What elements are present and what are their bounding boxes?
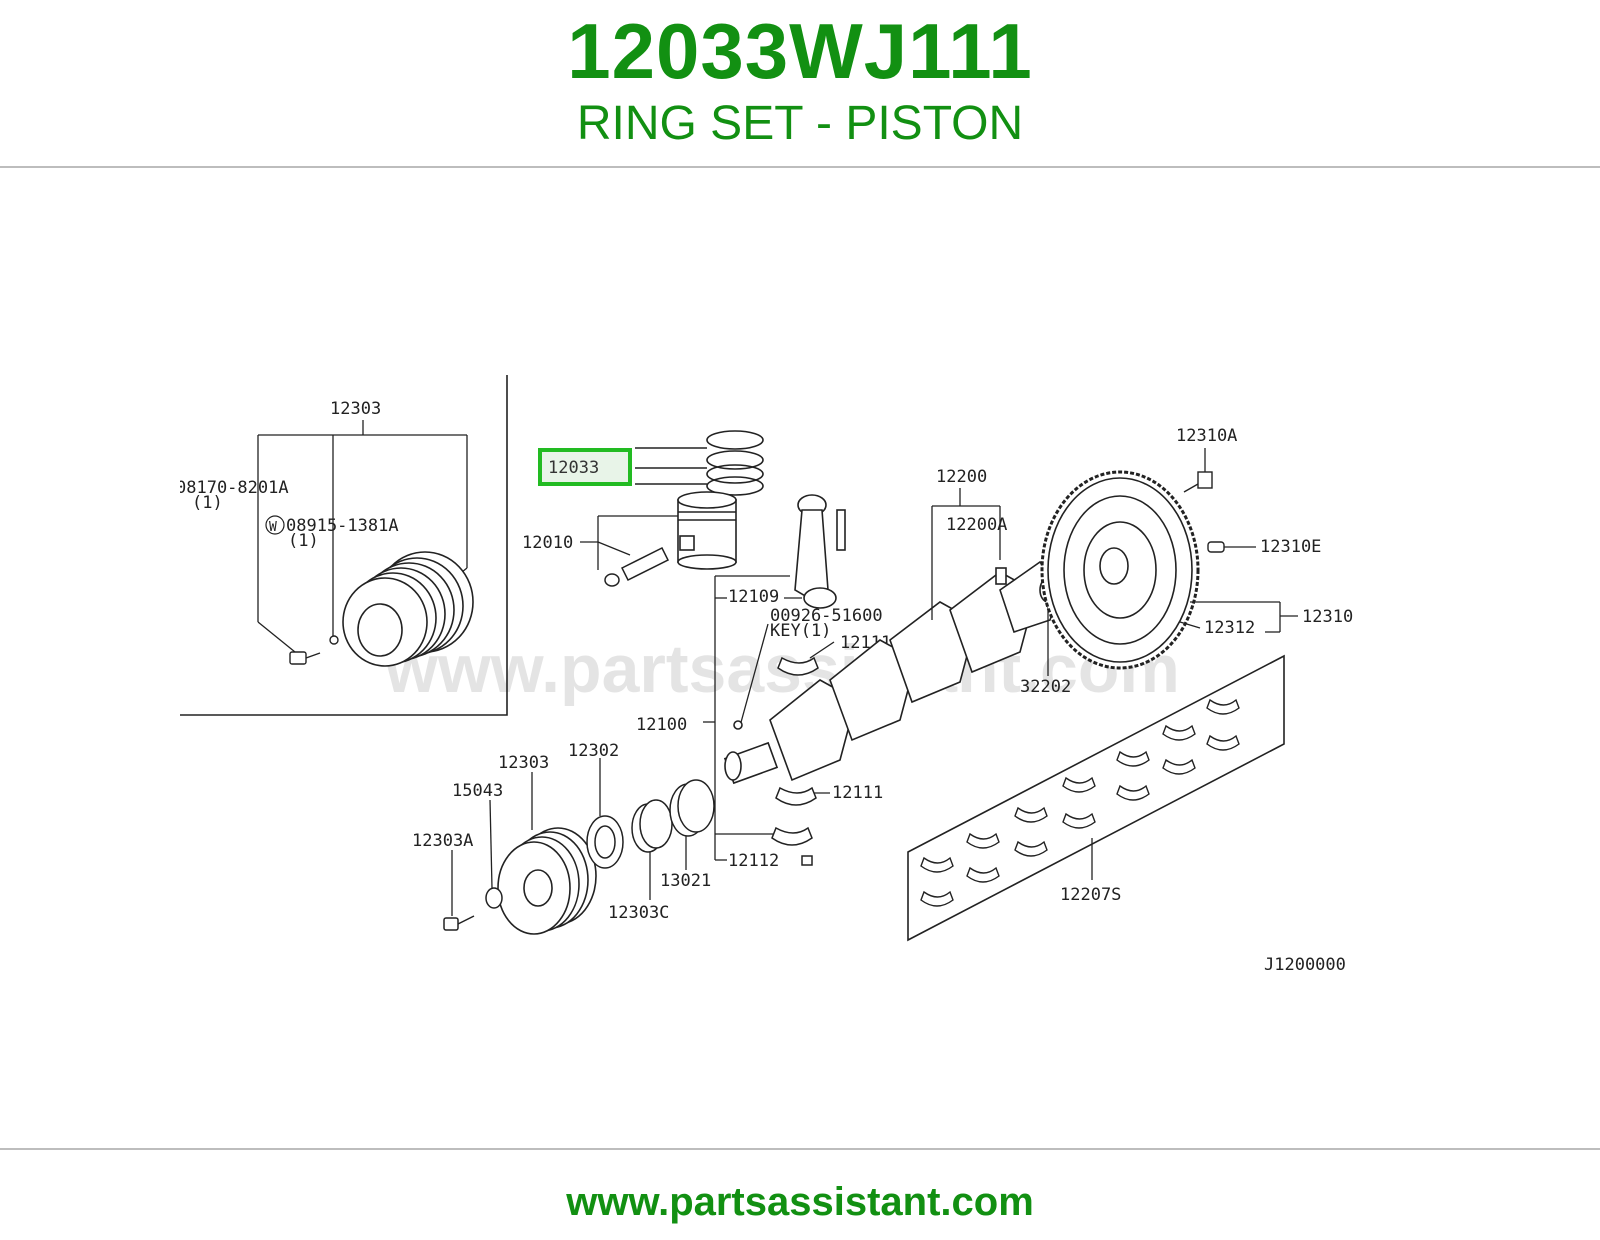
label-12010: 12010 bbox=[522, 533, 573, 553]
label-12310: 12310 bbox=[1302, 607, 1353, 627]
label-key: KEY(1) bbox=[770, 621, 831, 641]
header: 12033WJ111 RING SET - PISTON bbox=[0, 0, 1600, 168]
flywheel bbox=[1040, 470, 1200, 670]
piston bbox=[677, 491, 737, 570]
part-number: 12033WJ111 bbox=[567, 7, 1033, 95]
flywheel-bracket bbox=[1179, 448, 1298, 633]
label-12200A: 12200A bbox=[946, 515, 1007, 535]
label-12200: 12200 bbox=[936, 467, 987, 487]
label-12310A: 12310A bbox=[1176, 426, 1237, 446]
inset-bracket bbox=[257, 420, 468, 653]
parts-diagram: www.partsassistant.com 12303 08170-8201A… bbox=[176, 340, 1420, 1020]
label-12033[interactable]: 12033 bbox=[548, 458, 599, 478]
pulley-bolt-icon bbox=[289, 635, 339, 665]
label-12302: 12302 bbox=[568, 741, 619, 761]
washer-symbol-letter: W bbox=[269, 520, 277, 535]
rod-bearing-shells bbox=[771, 656, 819, 866]
part-name: RING SET - PISTON bbox=[576, 97, 1024, 150]
washer-symbol-icon bbox=[265, 515, 285, 535]
label-08915-1381A: 08915-1381A bbox=[286, 516, 399, 536]
pulley-washer-bolt bbox=[443, 887, 503, 931]
pulley-inset-frame bbox=[180, 375, 508, 716]
label-12111-lower: 12111 bbox=[832, 783, 883, 803]
piston-pin bbox=[604, 546, 670, 587]
label-12303-inset: 12303 bbox=[330, 399, 381, 419]
crank-sprocket bbox=[631, 779, 715, 853]
label-12312: 12312 bbox=[1204, 618, 1255, 638]
diagram-svg: www.partsassistant.com 12303 08170-8201A… bbox=[176, 375, 1353, 975]
main-bearing-shells bbox=[920, 698, 1240, 907]
connecting-rod bbox=[794, 494, 846, 609]
piston-pin-bracket bbox=[580, 515, 678, 570]
label-08170-qty: (1) bbox=[192, 493, 223, 513]
label-08915-qty: (1) bbox=[288, 531, 319, 551]
piston-rings bbox=[635, 430, 764, 496]
label-32202: 32202 bbox=[1020, 677, 1071, 697]
label-00926-51600: 00926-51600 bbox=[770, 606, 883, 626]
flywheel-bolt-icon bbox=[1183, 471, 1225, 553]
label-12303C: 12303C bbox=[608, 903, 669, 923]
front-seal bbox=[586, 815, 624, 869]
crankshaft-bracket bbox=[931, 488, 1049, 676]
label-12207S: 12207S bbox=[1060, 885, 1121, 905]
label-13021: 13021 bbox=[660, 871, 711, 891]
label-12100: 12100 bbox=[636, 715, 687, 735]
label-12303-lower: 12303 bbox=[498, 753, 549, 773]
pulley-leaders bbox=[451, 758, 687, 916]
label-12112: 12112 bbox=[728, 851, 779, 871]
crank-pulley-inset bbox=[342, 551, 474, 667]
header-divider bbox=[0, 166, 1600, 168]
center-bracket bbox=[703, 575, 802, 861]
label-08170-8201A: 08170-8201A bbox=[180, 478, 289, 498]
label-15043: 15043 bbox=[452, 781, 503, 801]
label-12310E: 12310E bbox=[1260, 537, 1321, 557]
diagram-code: J1200000 bbox=[1264, 955, 1346, 975]
crank-pulley bbox=[497, 827, 597, 935]
label-12303A: 12303A bbox=[412, 831, 473, 851]
footer-url[interactable]: www.partsassistant.com bbox=[566, 1180, 1034, 1224]
highlight-12033-box[interactable] bbox=[538, 448, 632, 486]
footer-divider bbox=[0, 1148, 1600, 1150]
label-12109: 12109 bbox=[728, 587, 779, 607]
